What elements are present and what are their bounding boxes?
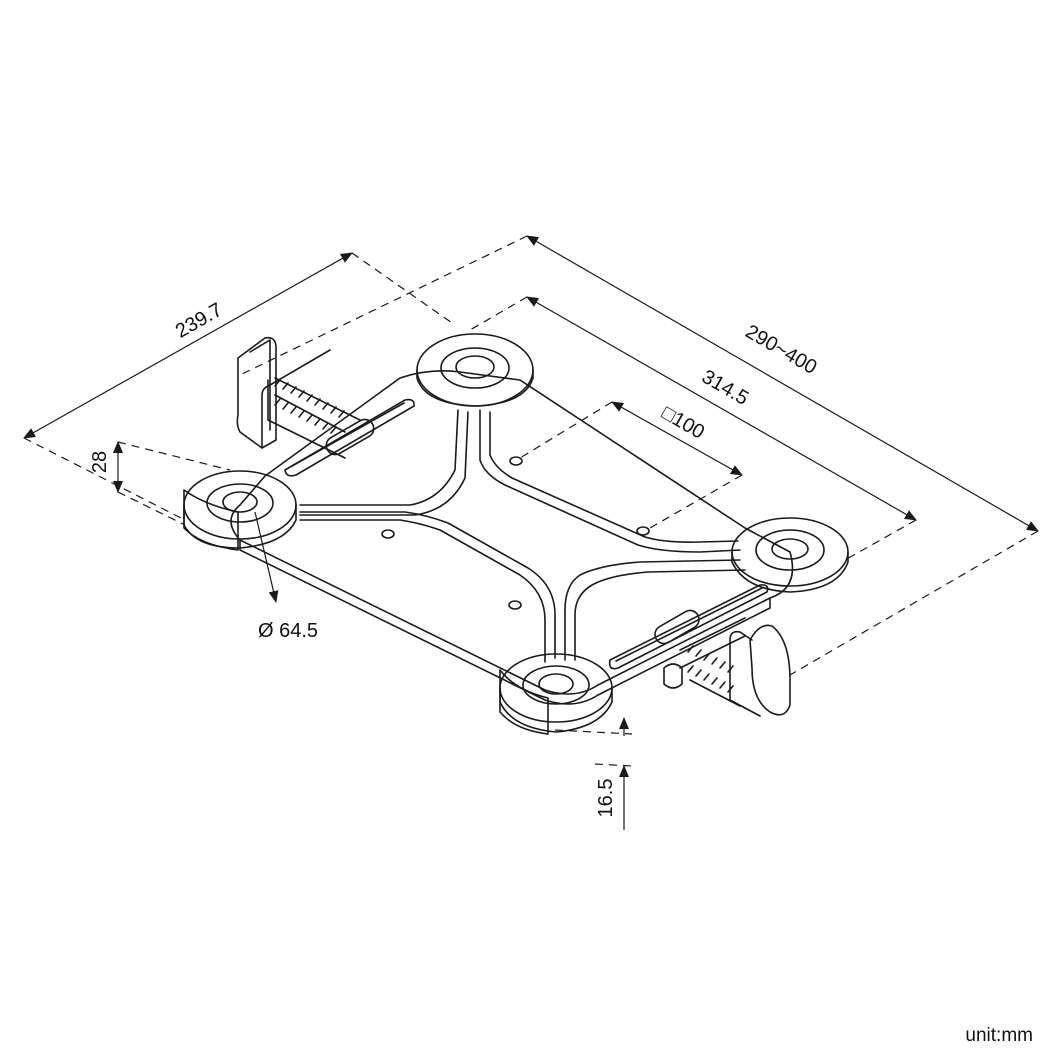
slide-track-right	[608, 584, 769, 670]
label-pad-height: 28	[89, 451, 111, 473]
foot-top	[416, 333, 534, 407]
label-overall-width: 239.7	[172, 299, 226, 343]
foot-left	[183, 470, 297, 551]
leader-pad-diameter	[254, 511, 279, 603]
thumb-screw	[663, 663, 683, 689]
label-adjustable-length: 290~400	[742, 321, 821, 379]
slider-knob-right	[654, 609, 700, 645]
label-vesa-pattern: □100	[658, 402, 708, 444]
threaded-rod-right	[687, 645, 734, 693]
clamp-right	[663, 617, 791, 717]
dimension-base-thickness	[554, 717, 633, 830]
label-plate-length: 314.5	[698, 366, 752, 410]
dimension-overall-width	[23, 252, 456, 521]
dimension-pad-height	[113, 441, 231, 526]
unit-label: unit:mm	[965, 1025, 1033, 1046]
label-base-thickness: 16.5	[595, 779, 617, 818]
foot-bottom	[499, 653, 613, 735]
clamp-left	[236, 336, 361, 459]
dimension-vesa-pattern	[519, 401, 743, 529]
vesa-holes	[381, 456, 650, 610]
label-pad-diameter: Ø 64.5	[258, 620, 318, 642]
